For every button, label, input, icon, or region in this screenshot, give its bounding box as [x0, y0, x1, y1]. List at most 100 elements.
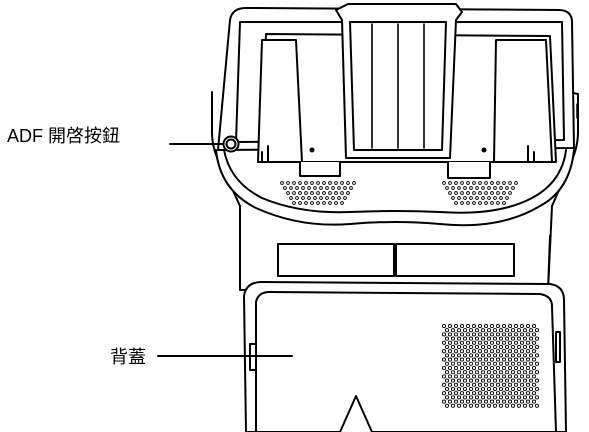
grille-dot	[519, 332, 525, 337]
grille-dot	[513, 323, 519, 329]
grille-dot	[483, 391, 489, 396]
grille-dot	[352, 181, 356, 185]
grille-dot	[451, 196, 455, 200]
grille-dot	[501, 399, 507, 404]
grille-dot	[481, 186, 485, 190]
grille-dot	[498, 344, 504, 350]
back-cover-right-hinge	[555, 331, 561, 363]
grille-dot	[289, 196, 293, 200]
grille-dot	[471, 374, 477, 379]
grille-dot	[301, 196, 305, 200]
grille-dot	[462, 336, 468, 341]
grille-dot	[489, 323, 495, 329]
grille-dot	[465, 374, 471, 379]
grille-dot	[477, 399, 483, 404]
grille-dot	[462, 361, 468, 366]
grille-dot	[508, 181, 512, 185]
grille-dot	[495, 399, 501, 404]
grille-dot	[487, 196, 491, 200]
grille-dot	[474, 361, 480, 366]
grille-dot	[325, 196, 329, 200]
grille-dot	[444, 353, 450, 358]
grille-dot	[469, 186, 473, 190]
grille-dot	[492, 353, 498, 358]
grille-dot	[525, 349, 531, 354]
grille-dot	[519, 365, 525, 371]
grille-dot	[525, 399, 531, 404]
grille-dot	[454, 181, 458, 185]
grille-dot	[528, 336, 534, 341]
grille-dot	[489, 349, 495, 354]
grille-dot	[334, 201, 338, 205]
grille-dot	[486, 344, 492, 350]
grille-dot	[453, 382, 459, 387]
grille-dot	[463, 186, 467, 190]
grille-dot	[496, 191, 500, 195]
grille-dot	[484, 181, 488, 185]
grille-dot	[444, 378, 450, 383]
grille-dot	[292, 191, 296, 195]
grille-dot	[510, 403, 516, 408]
grille-dot	[441, 374, 447, 379]
grille-dot	[316, 181, 320, 185]
grille-dot	[528, 353, 534, 358]
grille-dot	[510, 336, 516, 341]
grille-dot	[459, 332, 465, 337]
grille-dot	[501, 365, 507, 371]
grille-dot	[453, 323, 459, 329]
grille-dot	[534, 370, 540, 375]
grille-dot	[469, 196, 473, 200]
grille-dot	[447, 332, 453, 337]
grille-dot	[316, 201, 320, 205]
grille-dot	[519, 399, 525, 404]
grille-dot	[510, 361, 516, 366]
grille-dot	[486, 395, 492, 400]
grille-dot	[519, 357, 525, 362]
grille-dot	[313, 196, 317, 200]
grille-dot	[460, 181, 464, 185]
grille-dot	[462, 403, 468, 408]
grille-dot	[441, 399, 447, 404]
grille-dot	[531, 365, 537, 371]
grille-dot	[465, 357, 471, 362]
grille-dot	[496, 201, 500, 205]
grille-dot	[493, 196, 497, 200]
grille-dot	[468, 395, 474, 400]
grille-dot	[477, 391, 483, 396]
right-stopper	[519, 145, 535, 163]
grille-dot	[498, 395, 504, 400]
grille-dot	[451, 186, 455, 190]
grille-dot	[516, 395, 522, 400]
grille-dot	[510, 378, 516, 383]
back-cover-inner	[255, 291, 557, 432]
grille-dot	[463, 196, 467, 200]
grille-dot	[465, 332, 471, 337]
grille-dot	[531, 323, 537, 329]
grille-dot	[513, 382, 519, 387]
grille-dot	[504, 328, 510, 333]
grille-dot	[519, 374, 525, 379]
grille-dot	[516, 361, 522, 366]
grille-dot	[504, 336, 510, 341]
grille-dot	[456, 403, 462, 408]
grille-dot	[492, 370, 498, 375]
grille-dot	[328, 181, 332, 185]
grille-dot	[492, 361, 498, 366]
grille-dot	[334, 181, 338, 185]
grille-dot	[522, 353, 528, 358]
grille-dot	[465, 349, 471, 354]
grille-dot	[505, 186, 509, 190]
grille-dot	[507, 357, 513, 362]
grille-dot	[471, 399, 477, 404]
adf-open-button-inner	[225, 138, 237, 150]
grille-dot	[459, 323, 465, 329]
grille-dot	[471, 382, 477, 387]
grille-dot	[447, 357, 453, 362]
grille-dot	[483, 382, 489, 387]
grille-dot	[331, 196, 335, 200]
grille-dot	[456, 344, 462, 350]
grille-dot	[453, 340, 459, 345]
grille-dot	[310, 201, 314, 205]
extension-ribs	[371, 23, 425, 149]
